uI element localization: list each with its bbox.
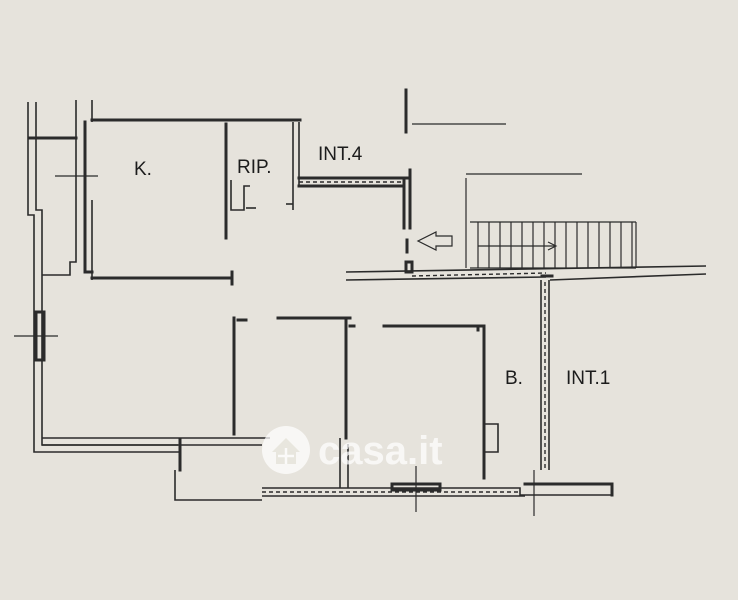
room-label-unit-4: INT.4	[318, 144, 363, 165]
interior-walls	[232, 274, 554, 488]
house-logo-icon	[262, 426, 310, 474]
corridor-walls	[297, 88, 506, 274]
watermark-text: casa.it	[318, 429, 443, 473]
storage-walls	[224, 122, 300, 240]
room-label-storage: RIP.	[237, 157, 272, 178]
room-label-bathroom: B.	[505, 368, 523, 389]
room-label-kitchen: K.	[134, 159, 152, 180]
watermark: casa.it	[262, 426, 443, 474]
staircase	[470, 221, 637, 269]
room-label-unit-1: INT.1	[566, 368, 610, 389]
outer-walls	[14, 100, 614, 516]
entrance-arrow-icon	[416, 231, 453, 251]
landing-walls	[345, 173, 707, 281]
